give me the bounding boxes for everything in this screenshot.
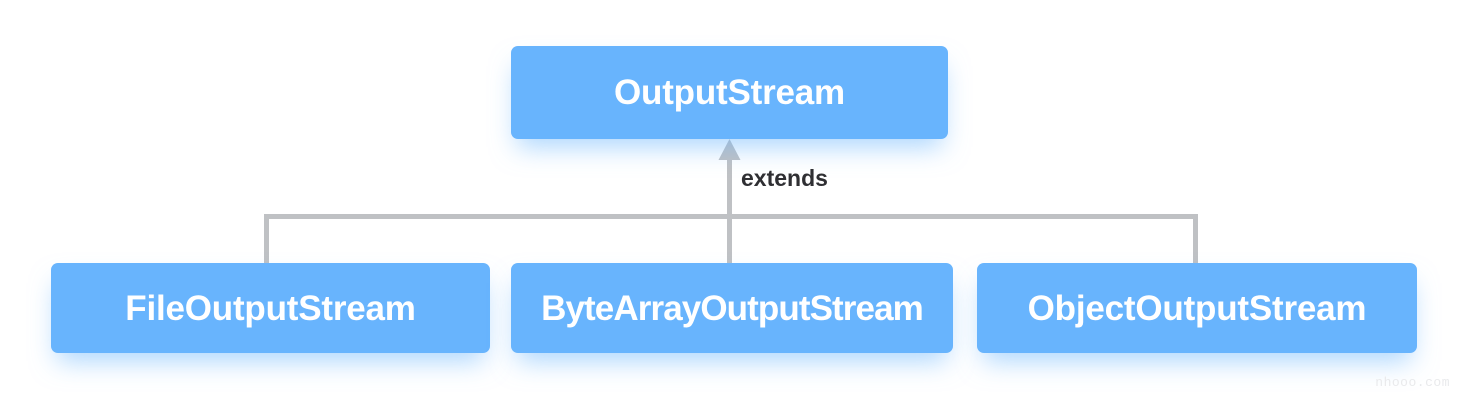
class-box-label: FileOutputStream: [125, 288, 416, 328]
generalization-arrowhead-icon: [718, 139, 741, 160]
site-watermark: nhooo.com: [1375, 375, 1450, 390]
class-box-label: ObjectOutputStream: [1027, 288, 1367, 328]
extends-relationship-label: extends: [741, 165, 828, 191]
class-box-outputstream[interactable]: OutputStream: [511, 46, 948, 139]
class-box-label: ByteArrayOutputStream: [541, 288, 924, 328]
class-box-objectoutputstream[interactable]: ObjectOutputStream: [977, 263, 1417, 353]
class-box-fileoutputstream[interactable]: FileOutputStream: [51, 263, 490, 353]
class-box-label: OutputStream: [614, 73, 845, 112]
class-box-bytearrayoutputstream[interactable]: ByteArrayOutputStream: [511, 263, 953, 353]
